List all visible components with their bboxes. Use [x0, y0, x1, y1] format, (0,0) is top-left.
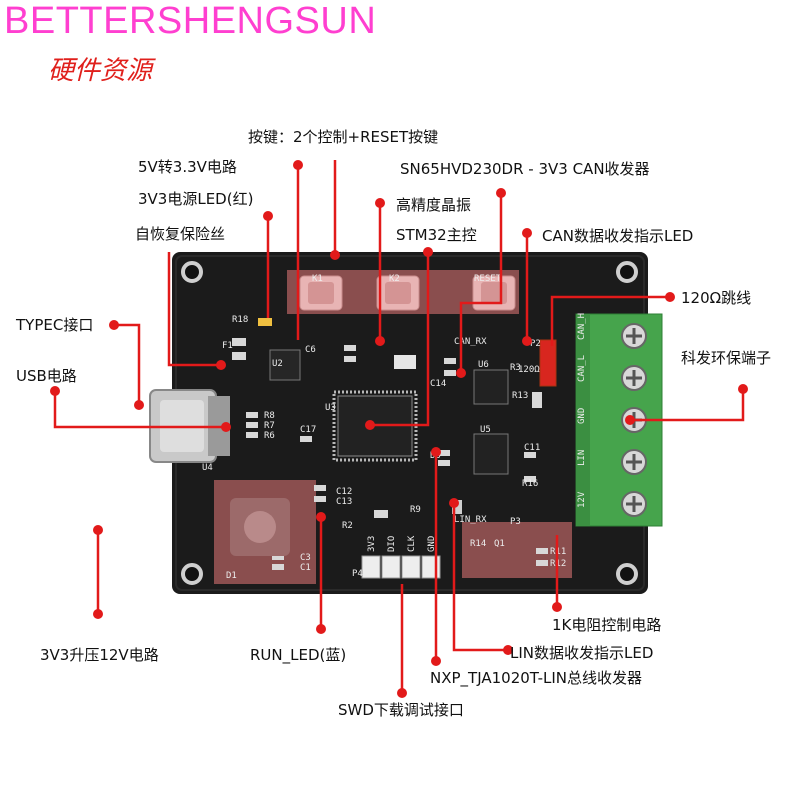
label-can-led: CAN数据收发指示LED — [542, 227, 694, 245]
callout-dots — [50, 160, 748, 698]
silk-swd-pin-2: DIO — [387, 536, 397, 552]
brand-title: BETTERSHENGSUN — [4, 0, 377, 42]
silk-c13: C13 — [336, 497, 352, 507]
silk-k1: K1 — [312, 274, 323, 284]
label-lin-led: LIN数据收发指示LED — [510, 644, 654, 662]
silk-c1: C1 — [300, 563, 311, 573]
silk-r6: R6 — [264, 431, 275, 441]
silk-swd-pin-1: 3V3 — [367, 536, 377, 552]
silk-reset: RESET — [474, 274, 502, 284]
silk-swd-pin-3: CLK — [407, 535, 417, 552]
callout-lines — [53, 160, 745, 693]
silk-f1: F1 — [222, 341, 233, 351]
mounting-holes — [181, 261, 638, 585]
silk-r16: R16 — [522, 479, 538, 489]
silk-k2: K2 — [389, 274, 400, 284]
label-run-led: RUN_LED(蓝) — [250, 646, 347, 664]
label-mcu: STM32主控 — [396, 226, 477, 244]
silk-term-pin-1: CAN_H — [577, 313, 587, 340]
silk-r7: R7 — [264, 421, 275, 431]
silk-c14: C14 — [430, 379, 446, 389]
label-buttons: 按键：2个控制+RESET按键 — [248, 128, 439, 146]
silk-r8: R8 — [264, 411, 275, 421]
silk-c12: C12 — [336, 487, 352, 497]
silk-can-rx: CAN_RX — [454, 337, 487, 347]
silk-c6: C6 — [305, 345, 316, 355]
silk-r3: R3 — [510, 363, 521, 373]
silk-p3: P3 — [510, 517, 521, 527]
silk-d1: D1 — [226, 571, 237, 581]
silk-term-pin-3: GND — [577, 408, 587, 424]
smd-parts — [232, 318, 548, 570]
silk-u5: U5 — [480, 425, 491, 435]
silk-term-pin-2: CAN_L — [577, 355, 587, 382]
label-fuse: 自恢复保险丝 — [135, 225, 226, 243]
page-subtitle: 硬件资源 — [48, 56, 153, 86]
silk-p2: P2 — [530, 339, 541, 349]
typec-connector — [149, 389, 230, 463]
label-res-ctrl: 1K电阻控制电路 — [552, 616, 662, 634]
silk-u4: U4 — [202, 463, 213, 473]
silk-c11: C11 — [524, 443, 540, 453]
silk-c3: C3 — [300, 553, 311, 563]
label-lin-transceiver: NXP_TJA1020T-LIN总线收发器 — [430, 669, 643, 687]
label-typec: TYPEC接口 — [16, 316, 94, 334]
label-jumper: 120Ω跳线 — [681, 289, 752, 307]
label-boost: 3V3升压12V电路 — [40, 646, 159, 664]
highlight-res-ctrl — [462, 522, 572, 578]
silk-u2: U2 — [272, 359, 283, 369]
silk-r14: R14 — [470, 539, 486, 549]
silk-r9: R9 — [410, 505, 421, 515]
label-swd: SWD下载调试接口 — [338, 701, 464, 719]
label-crystal: 高精度晶振 — [396, 196, 472, 214]
silk-r2: R2 — [342, 521, 353, 531]
silk-u6: U6 — [478, 360, 489, 370]
silk-120: 120Ω — [518, 365, 540, 375]
label-terminal: 科发环保端子 — [681, 349, 772, 367]
silk-q1: Q1 — [494, 539, 505, 549]
label-regulator: 5V转3.3V电路 — [138, 158, 237, 176]
silk-p4: P4 — [352, 569, 363, 579]
tact-buttons — [299, 275, 516, 311]
silk-term-pin-5: 12V — [577, 491, 587, 508]
silk-c17: C17 — [300, 425, 316, 435]
silk-u3: U3 — [325, 403, 336, 413]
silk-r13: R13 — [512, 391, 528, 401]
silk-swd-pin-4: GND — [427, 536, 437, 552]
swd-header-pins — [361, 555, 441, 579]
silk-r18: R18 — [232, 315, 248, 325]
silk-term-pin-4: LIN — [577, 450, 587, 466]
silk-lin-rx: LIN_RX — [454, 515, 487, 525]
label-power-led: 3V3电源LED(红) — [138, 190, 254, 208]
label-usb: USB电路 — [16, 367, 77, 385]
label-can-transceiver: SN65HVD230DR - 3V3 CAN收发器 — [400, 160, 650, 178]
